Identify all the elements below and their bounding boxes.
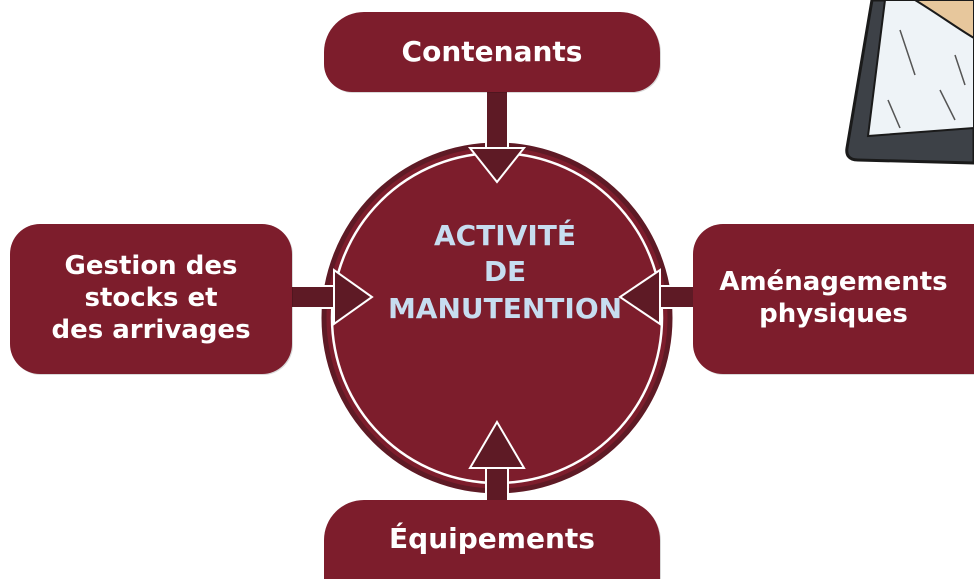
node-contenants: Contenants	[324, 12, 660, 92]
node-label: Gestion des stocks et des arrivages	[51, 251, 251, 345]
picture-frame-illustration	[845, 0, 974, 165]
arrow-right	[618, 268, 698, 326]
node-label: Aménagements physiques	[719, 267, 948, 329]
node-label: Équipements	[389, 522, 595, 556]
node-gestion-des-stocks: Gestion des stocks et des arrivages	[10, 224, 292, 374]
node-label: Contenants	[401, 34, 583, 68]
node-amenagements-physiques: Aménagements physiques	[693, 224, 974, 374]
center-label: ACTIVITÉ DE MANUTENTION	[387, 219, 623, 325]
arrow-top	[467, 89, 527, 184]
arrow-left	[287, 268, 374, 326]
node-equipements: Équipements	[324, 500, 660, 579]
